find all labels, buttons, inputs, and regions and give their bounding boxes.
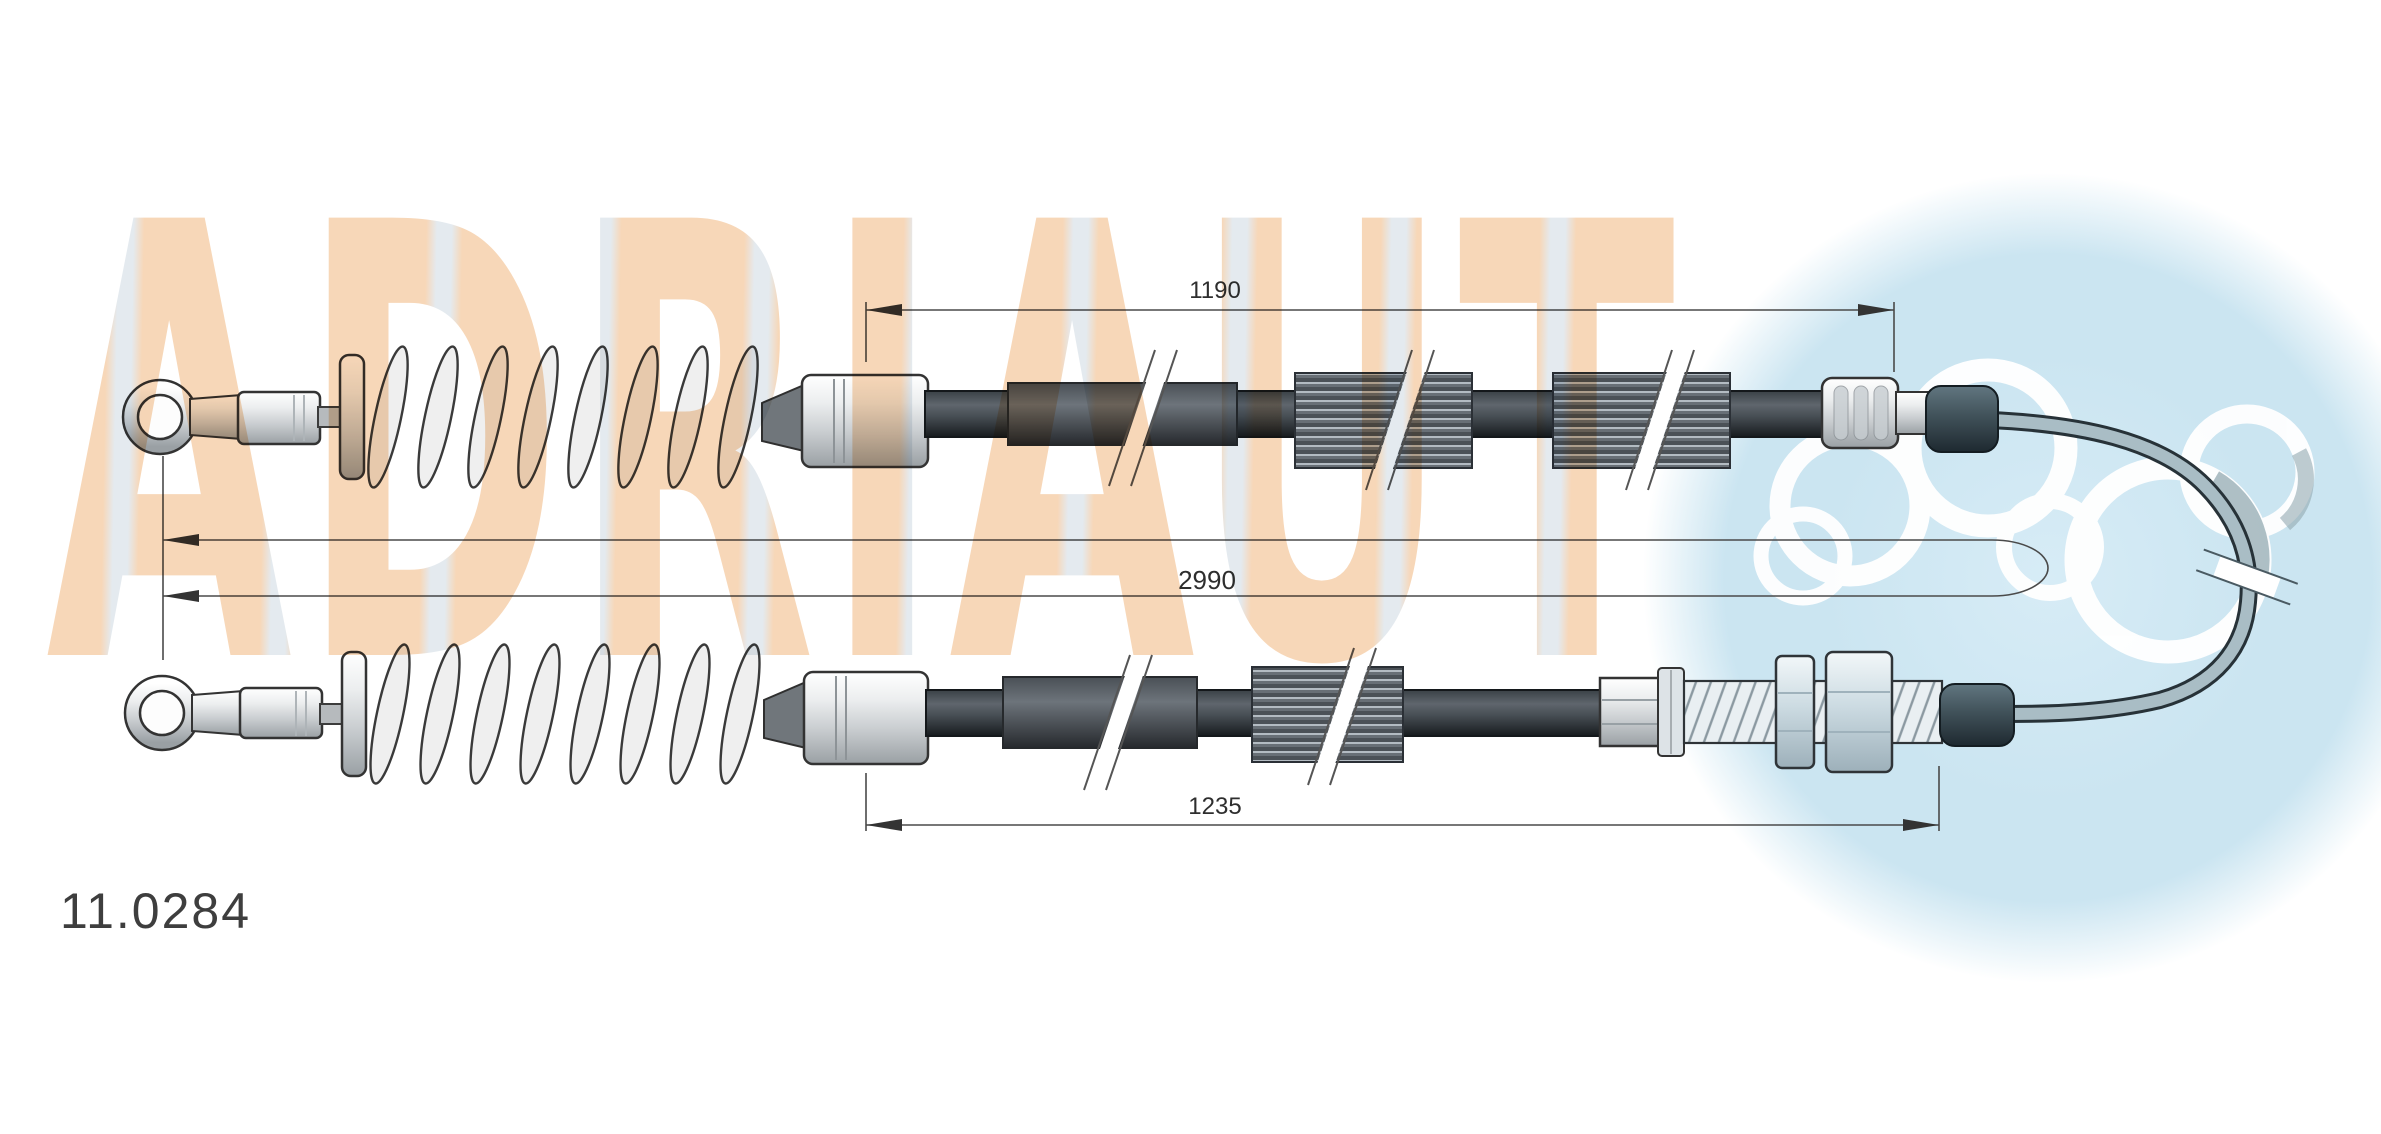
upper-protective-sleeve	[1007, 382, 1238, 446]
length-break-mark	[2195, 548, 2299, 606]
cable-return-bend	[1981, 411, 2299, 723]
part-number: 11.0284	[60, 883, 251, 939]
upper-end-barrel	[236, 390, 322, 446]
upper-adjuster-sleeve	[1895, 391, 1929, 435]
lower-return-spring	[369, 643, 761, 785]
lower-spring-cap	[340, 650, 368, 778]
brand-logo-circle	[1643, 173, 2381, 983]
upper-sleeve-break-mark	[1108, 349, 1178, 487]
lower-hex-fitting	[1598, 676, 1662, 748]
lower-rubber-boot	[1939, 683, 2015, 747]
lower-end-barrel	[238, 686, 324, 740]
dimension-upper	[865, 302, 1895, 372]
upper-corrugated-break-mark-2	[1625, 349, 1695, 491]
lower-cable-assembly	[123, 643, 2015, 791]
dimension-label-overall: 2990	[1178, 565, 1236, 595]
upper-spring-anchor	[800, 373, 930, 469]
lock-nut-small	[1774, 654, 1816, 770]
lower-corrugated-break-mark	[1307, 647, 1377, 786]
lower-spring-anchor	[802, 670, 930, 766]
lower-eyelet-tang	[191, 689, 245, 737]
upper-cable-assembly	[121, 345, 1999, 491]
upper-spring-cap	[338, 353, 366, 481]
dimension-label-lower: 1235	[1188, 793, 1241, 820]
upper-rubber-boot	[1925, 385, 1999, 453]
dimension-overall	[162, 456, 2049, 660]
upper-return-spring	[367, 345, 759, 489]
lower-protective-sleeve	[1002, 676, 1198, 749]
lower-sleeve-break-mark	[1083, 654, 1153, 791]
dimension-lower	[865, 766, 1940, 831]
dimension-lines	[162, 302, 2049, 831]
dimension-label-upper: 1190	[1189, 277, 1241, 304]
lock-nut-large	[1824, 650, 1894, 774]
upper-eyelet-tang	[189, 393, 243, 441]
upper-corrugated-break-mark-1	[1365, 349, 1435, 491]
